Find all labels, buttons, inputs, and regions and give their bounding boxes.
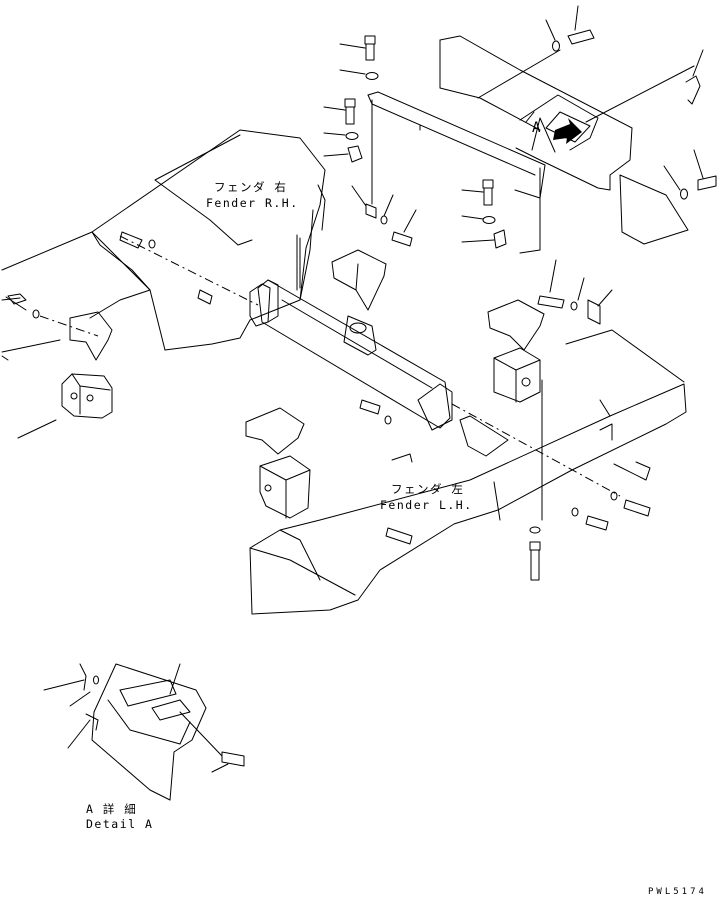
drawing-number: PWL5174: [648, 887, 707, 897]
left-fender: [249, 329, 687, 615]
center-mounts: [245, 249, 545, 519]
bolts-top: [323, 5, 717, 249]
detail-a-label-en: Detail A: [86, 817, 154, 831]
detail-a-drawing: [43, 663, 245, 801]
bolts-bottom: [385, 259, 651, 581]
fender-rh-label-jp: フェンダ 右: [214, 180, 288, 194]
view-marker-label: A: [532, 120, 542, 136]
fender-lh-label-en: Fender L.H.: [380, 498, 473, 512]
fender-lh-label-jp: フェンダ 左: [391, 482, 465, 496]
detail-a-label-jp: A 詳 細: [86, 802, 138, 816]
cross-pipe: [119, 235, 621, 497]
fender-rh-label-en: Fender R.H.: [206, 196, 299, 210]
right-fender: [1, 129, 326, 439]
upper-bracket: [367, 35, 689, 254]
view-arrow: [525, 111, 535, 123]
left-mounts: [1, 231, 213, 419]
